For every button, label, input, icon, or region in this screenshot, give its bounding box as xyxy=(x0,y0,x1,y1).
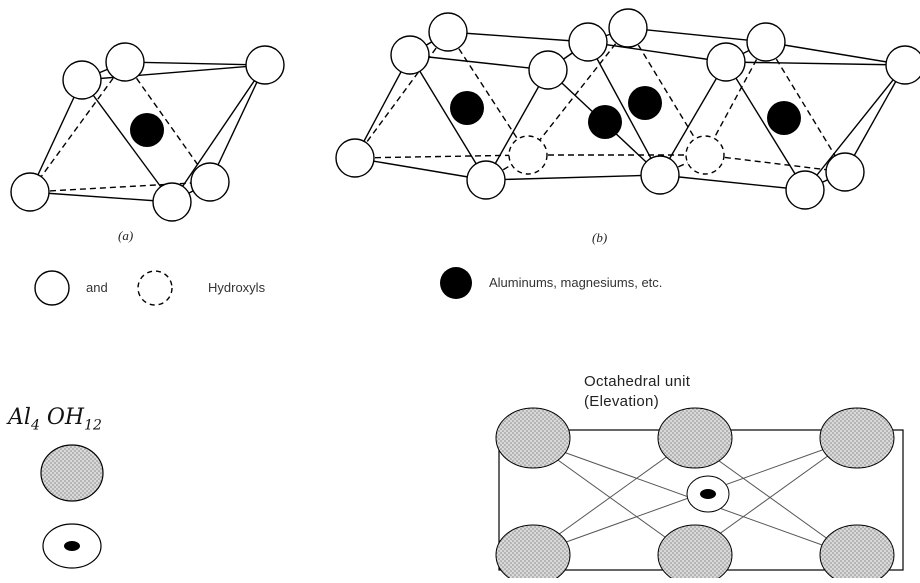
unit-hydroxyl xyxy=(819,407,895,469)
hydroxyl-ball xyxy=(885,45,920,85)
hidden-hydroxyl-ball xyxy=(685,135,725,175)
unit-hydroxyl xyxy=(819,524,895,583)
formula-sub1: 4 xyxy=(30,417,40,434)
stippled-hydroxyl-symbol xyxy=(40,444,104,502)
unit-hydroxyl xyxy=(495,524,571,583)
part-a-label: (a) xyxy=(118,228,134,243)
hydroxyl-ball xyxy=(152,182,192,222)
aluminum-core-icon xyxy=(64,541,80,551)
hydroxyl-ball xyxy=(62,60,102,100)
formula-sub2: 12 xyxy=(84,417,102,434)
unit-aluminum-core-icon xyxy=(700,489,716,499)
hydroxyl-ball xyxy=(10,172,50,212)
formula-mid: OH xyxy=(39,405,85,430)
unit-hydroxyl xyxy=(657,524,733,583)
legend-hydroxyl-solid-icon xyxy=(34,270,70,306)
hydroxyl-ball xyxy=(825,152,865,192)
metal-ion xyxy=(588,105,622,139)
part-b-label: (b) xyxy=(592,230,608,245)
unit-symbols xyxy=(40,444,104,569)
metal-ion xyxy=(450,91,484,125)
legend-and-text: and xyxy=(86,280,108,295)
octahedral-unit-elevation xyxy=(495,407,904,583)
hydroxyl-ball xyxy=(706,42,746,82)
hydroxyl-ball xyxy=(190,162,230,202)
hydroxyl-ball xyxy=(335,138,375,178)
octahedron-a-hidden-edges xyxy=(29,61,211,193)
hydroxyl-ball xyxy=(105,42,145,82)
formula-main: Al xyxy=(8,405,31,430)
legend-metals-text: Aluminums, magnesiums, etc. xyxy=(489,275,663,290)
metal-ion xyxy=(767,101,801,135)
hydroxyl-ball xyxy=(785,170,825,210)
legend-hydroxyl-dashed-icon xyxy=(137,270,173,306)
octahedron-a xyxy=(10,42,285,222)
formula-label: Al4 OH12 xyxy=(8,405,102,433)
hydroxyl-ball xyxy=(640,155,680,195)
legend xyxy=(34,267,472,306)
legend-hydroxyls-text: Hydroxyls xyxy=(208,280,266,295)
hydroxyl-ball xyxy=(245,45,285,85)
hydroxyl-ball xyxy=(528,50,568,90)
unit-hydroxyl xyxy=(495,407,571,469)
unit-title-line2: (Elevation) xyxy=(584,393,659,410)
hydroxyl-ball xyxy=(608,8,648,48)
hydroxyl-ball xyxy=(568,22,608,62)
unit-hydroxyl xyxy=(657,407,733,469)
octahedron-a-edges xyxy=(29,61,266,203)
hydroxyl-ball xyxy=(428,12,468,52)
hydroxyl-ball xyxy=(746,22,786,62)
metal-ion xyxy=(628,86,662,120)
hidden-hydroxyl-ball xyxy=(508,135,548,175)
legend-metal-icon xyxy=(440,267,472,299)
unit-title-line1: Octahedral unit xyxy=(584,373,691,390)
metal-ion xyxy=(130,113,164,147)
hydroxyl-ball xyxy=(466,160,506,200)
octahedral-sheet-b xyxy=(335,8,920,210)
hydroxyl-ball xyxy=(390,35,430,75)
